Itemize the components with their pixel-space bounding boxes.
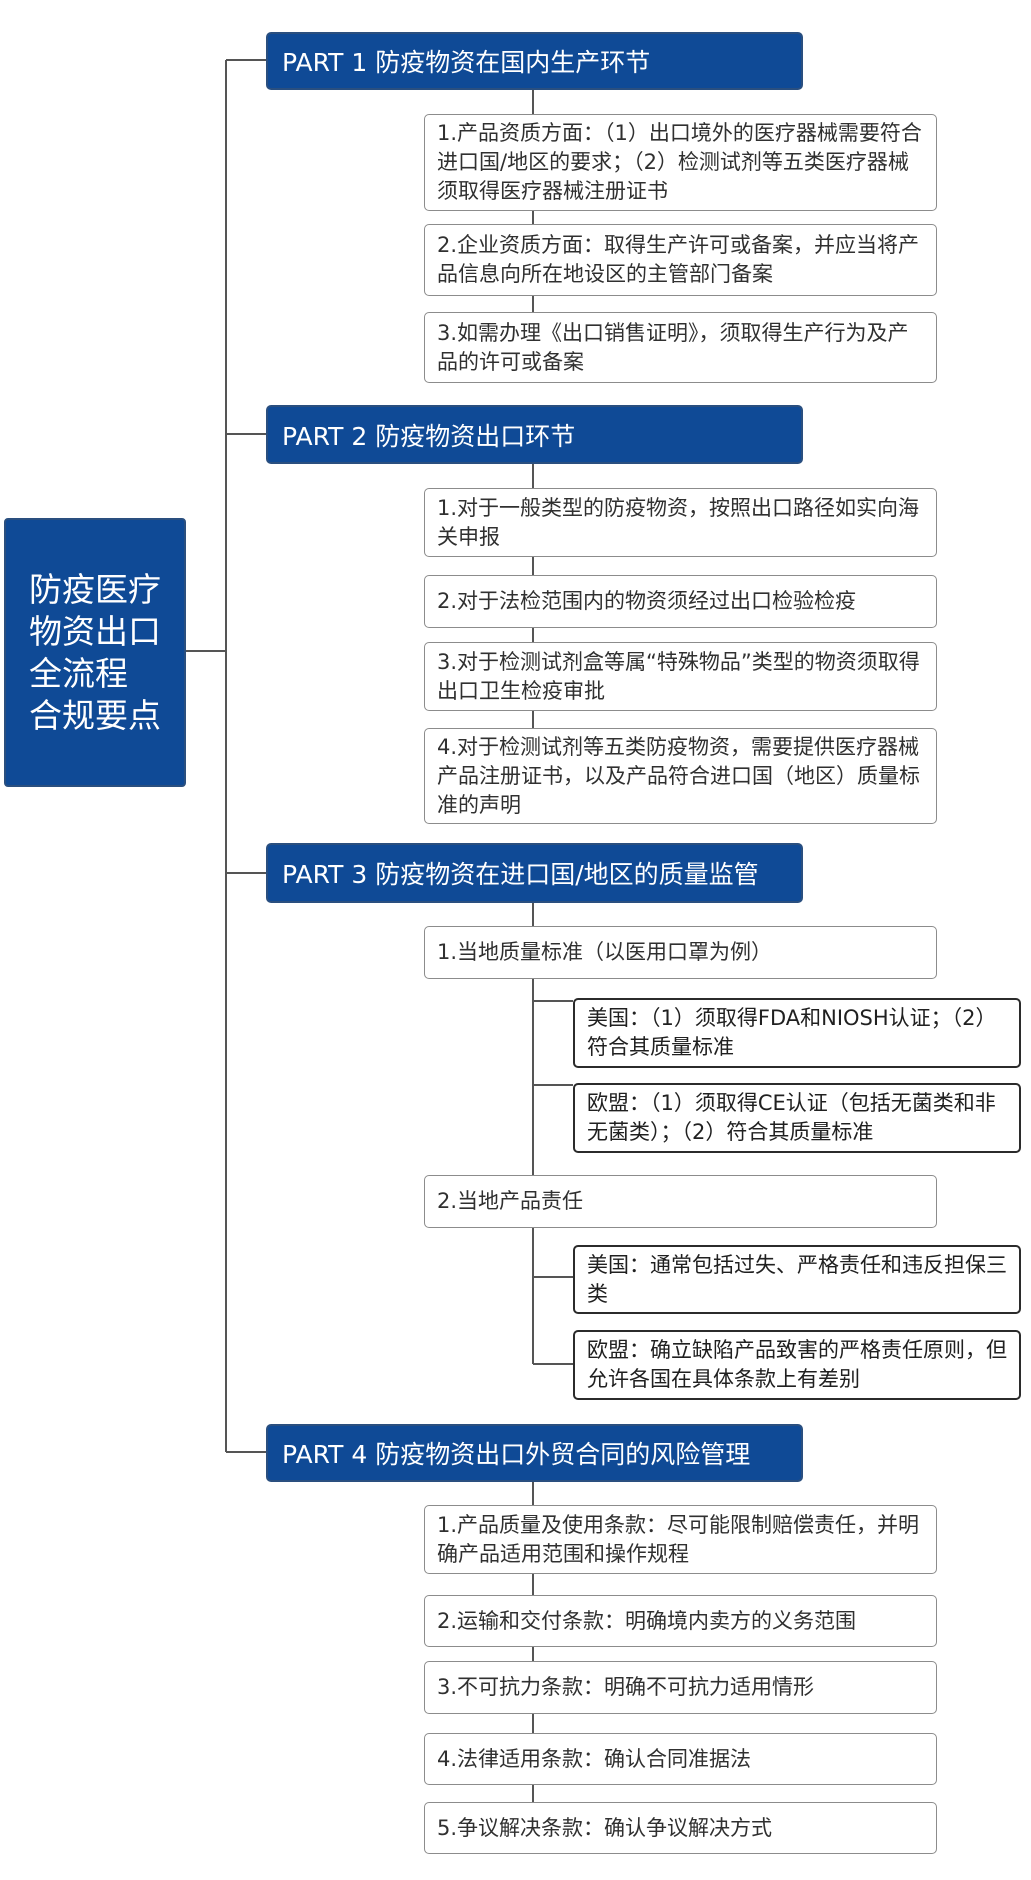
part-2-item-4: 4.对于检测试剂等五类防疫物资，需要提供医疗器械产品注册证书，以及产品符合进口国… xyxy=(424,728,937,824)
part-3-header: PART 3 防疫物资在进口国/地区的质量监管 xyxy=(266,843,803,903)
part-2-item-1: 1.对于一般类型的防疫物资，按照出口路径如实向海关申报 xyxy=(424,488,937,557)
root-node: 防疫医疗 物资出口 全流程 合规要点 xyxy=(4,518,186,787)
part-3-item-1-sub-1: 美国：（1）须取得FDA和NIOSH认证；（2）符合其质量标准 xyxy=(573,998,1021,1068)
part-2-item-3: 3.对于检测试剂盒等属“特殊物品”类型的物资须取得出口卫生检疫审批 xyxy=(424,642,937,711)
root-label: 防疫医疗 物资出口 全流程 合规要点 xyxy=(29,569,161,735)
part-3-item-2: 2.当地产品责任 xyxy=(424,1175,937,1228)
part-1-item-3: 3.如需办理《出口销售证明》，须取得生产行为及产品的许可或备案 xyxy=(424,312,937,383)
part-4-item-5: 5.争议解决条款：确认争议解决方式 xyxy=(424,1802,937,1854)
part-2-header: PART 2 防疫物资出口环节 xyxy=(266,405,803,464)
part-1-header: PART 1 防疫物资在国内生产环节 xyxy=(266,32,803,90)
part-3-item-2-sub-1: 美国：通常包括过失、严格责任和违反担保三类 xyxy=(573,1245,1021,1314)
part-2-item-2: 2.对于法检范围内的物资须经过出口检验检疫 xyxy=(424,575,937,628)
part-4-item-1: 1.产品质量及使用条款：尽可能限制赔偿责任，并明确产品适用范围和操作规程 xyxy=(424,1505,937,1574)
part-4-item-2: 2.运输和交付条款：明确境内卖方的义务范围 xyxy=(424,1595,937,1647)
part-3-item-1-sub-2: 欧盟：（1）须取得CE认证（包括无菌类和非无菌类）；（2）符合其质量标准 xyxy=(573,1083,1021,1153)
part-1-item-1: 1.产品资质方面：（1）出口境外的医疗器械需要符合进口国/地区的要求；（2）检测… xyxy=(424,114,937,211)
part-3-item-1: 1.当地质量标准（以医用口罩为例） xyxy=(424,926,937,979)
part-4-item-4: 4.法律适用条款：确认合同准据法 xyxy=(424,1733,937,1785)
part-3-item-2-sub-2: 欧盟：确立缺陷产品致害的严格责任原则，但允许各国在具体条款上有差别 xyxy=(573,1330,1021,1400)
part-4-header: PART 4 防疫物资出口外贸合同的风险管理 xyxy=(266,1424,803,1482)
part-4-item-3: 3.不可抗力条款：明确不可抗力适用情形 xyxy=(424,1661,937,1714)
part-1-item-2: 2.企业资质方面：取得生产许可或备案，并应当将产品信息向所在地设区的主管部门备案 xyxy=(424,224,937,296)
